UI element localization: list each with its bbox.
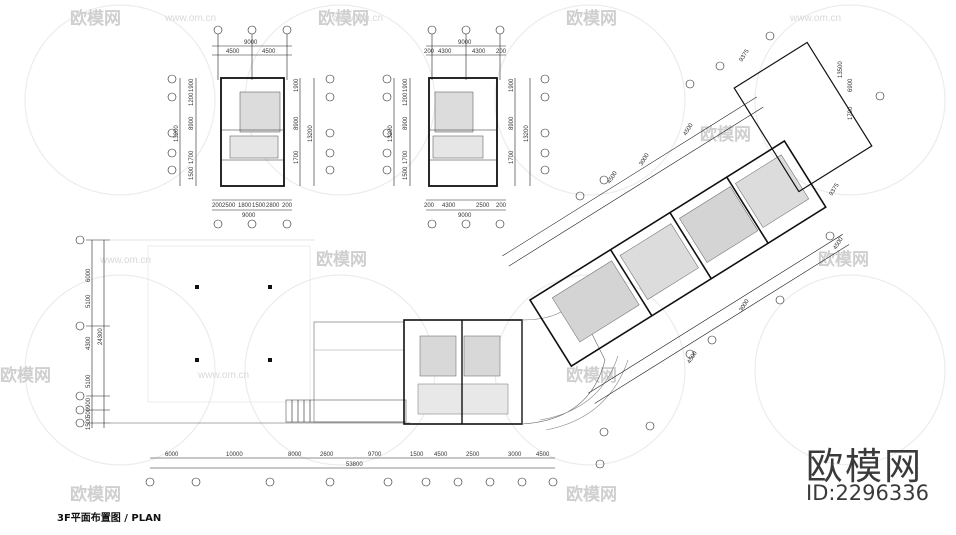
- dim-side-total: 13200: [308, 125, 314, 142]
- dim-bottom-part: 1800: [238, 203, 252, 209]
- dim-main-left-part: 900: [86, 397, 92, 408]
- dim-top-part: 4500: [262, 49, 276, 55]
- dim-main-left-part: 5100: [86, 294, 92, 308]
- dim-wing: 4500: [607, 170, 620, 185]
- dim-bottom-part: 200: [212, 203, 223, 209]
- dim-bottom-part: 2500: [222, 203, 236, 209]
- unit-plan-left: [167, 25, 335, 229]
- dim-top-part: 4500: [226, 49, 240, 55]
- dim-main-bottom-part: 3000: [508, 452, 522, 458]
- dim-main-bottom-part: 6000: [165, 452, 179, 458]
- dim-side-part: 1700: [403, 150, 409, 164]
- dim-bottom-part: 1500: [252, 203, 266, 209]
- dim-top-part: 200: [496, 49, 507, 55]
- dim-main-left-part: 4300: [86, 336, 92, 350]
- dim-side-total: 13200: [388, 125, 394, 142]
- dim-top-total: 9000: [458, 40, 472, 46]
- dim-side-part: 1900: [403, 78, 409, 92]
- watermark-url: www.om.cn: [197, 370, 249, 381]
- dim-bottom-part: 4300: [442, 203, 456, 209]
- dim-main-bottom-total: 53800: [346, 462, 363, 468]
- dim-main-bottom-part: 4500: [536, 452, 550, 458]
- dim-wing: 3000: [639, 152, 652, 167]
- dim-main-bottom-part: 2600: [320, 452, 334, 458]
- dim-side-part: 1700: [189, 150, 195, 164]
- dim-side-part: 1900: [294, 78, 300, 92]
- drawing-caption: 3F平面布置图 / PLAN: [57, 513, 162, 524]
- watermark-tile: 欧模网: [70, 8, 121, 29]
- watermark-tile: 欧模网: [700, 124, 751, 145]
- watermark-tile: 欧模网: [318, 8, 369, 29]
- dim-side-part: 8900: [403, 116, 409, 130]
- watermark-layer: 欧模网 www.om.cn 欧模网 www.om.cn 欧模网 www.om.c…: [0, 4, 946, 505]
- dim-wing: 4500: [687, 350, 700, 365]
- watermark-url: www.om.cn: [331, 13, 383, 24]
- dim-main-bottom-part: 2500: [466, 452, 480, 458]
- watermark-id: ID:2296336: [806, 481, 929, 505]
- watermark-brand: 欧模网: [806, 445, 923, 488]
- dim-bottom-part: 200: [496, 203, 507, 209]
- dim-top-part: 4300: [438, 49, 452, 55]
- watermark-tile: 欧模网: [566, 8, 617, 29]
- dim-wing: 1700: [848, 106, 854, 120]
- dim-side-part: 1500: [189, 166, 195, 180]
- watermark-url: www.om.cn: [164, 13, 216, 24]
- dim-wing: 4500: [683, 122, 696, 137]
- watermark-tile: 欧模网: [70, 484, 121, 505]
- dim-main-left-part: 5100: [86, 374, 92, 388]
- dim-side-part: 1700: [509, 150, 515, 164]
- dim-side-part: 1200: [403, 92, 409, 106]
- dim-wing: 13500: [838, 61, 844, 78]
- main-floor-plan: [75, 31, 885, 487]
- unit-plan-right: [382, 25, 550, 229]
- watermark-tile: 欧模网: [818, 249, 869, 270]
- watermark-tile: 欧模网: [316, 249, 367, 270]
- dim-bottom-part: 200: [282, 203, 293, 209]
- dim-top-part: 4300: [472, 49, 486, 55]
- dim-side-total: 13200: [174, 125, 180, 142]
- dim-bottom-part: 2500: [476, 203, 490, 209]
- dim-main-left-part: 6000: [86, 268, 92, 282]
- dim-top-total: 9000: [244, 40, 258, 46]
- watermark-url: www.om.cn: [789, 13, 841, 24]
- dim-top-part: 200: [424, 49, 435, 55]
- watermark-tile: 欧模网: [566, 365, 617, 386]
- dim-bottom-part: 2800: [266, 203, 280, 209]
- watermark-tile: 欧模网: [0, 365, 51, 386]
- dim-side-part: 1900: [509, 78, 515, 92]
- dim-main-bottom-part: 9700: [368, 452, 382, 458]
- dim-side-part: 1700: [294, 150, 300, 164]
- dim-main-bottom-part: 4500: [434, 452, 448, 458]
- watermark-tile: 欧模网: [566, 484, 617, 505]
- dim-main-left-part: 500: [86, 407, 92, 418]
- dim-side-part: 1200: [189, 92, 195, 106]
- dim-side-part: 8900: [509, 116, 515, 130]
- dim-main-bottom-part: 8000: [288, 452, 302, 458]
- dim-side-part: 1500: [403, 166, 409, 180]
- dim-main-left-part: 1500: [86, 416, 92, 430]
- dim-wing: 4500: [833, 236, 846, 251]
- dim-bottom-part: 200: [424, 203, 435, 209]
- dim-main-bottom-part: 10000: [226, 452, 243, 458]
- dim-wing: 9375: [739, 48, 752, 63]
- dim-wing: 6900: [848, 78, 854, 92]
- watermark-url: www.om.cn: [99, 255, 151, 266]
- dim-side-part: 8900: [189, 116, 195, 130]
- dim-bottom-total: 9000: [458, 213, 472, 219]
- dim-bottom-total: 9000: [242, 213, 256, 219]
- dim-side-total: 13200: [524, 125, 530, 142]
- dim-side-part: 8900: [294, 116, 300, 130]
- dim-main-bottom-part: 1500: [410, 452, 424, 458]
- dim-main-left-total: 24300: [98, 328, 104, 345]
- dim-side-part: 1900: [189, 78, 195, 92]
- dim-wing: 3000: [739, 298, 752, 313]
